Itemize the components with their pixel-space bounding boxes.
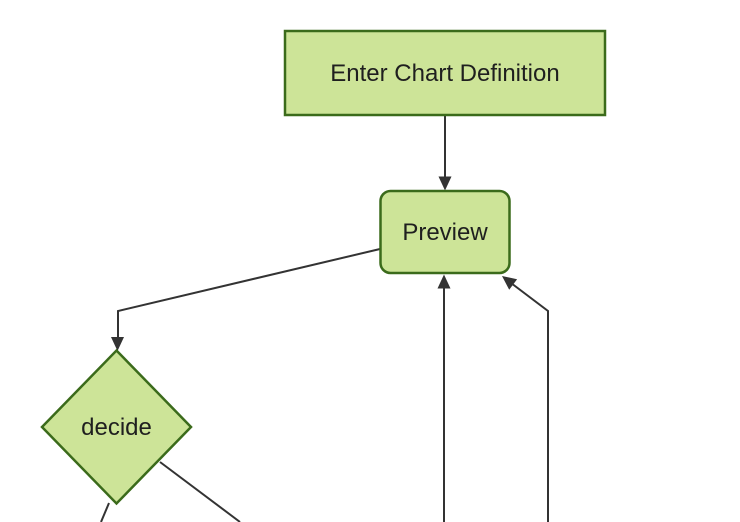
arrowhead-into-preview-corner bbox=[502, 276, 518, 290]
arrowhead-into-preview-bottom bbox=[437, 274, 451, 289]
preview-label: Preview bbox=[402, 219, 488, 246]
arrowhead-into-decide-top bbox=[111, 337, 124, 351]
enter-chart-definition-box bbox=[283, 29, 607, 117]
node-enter-chart-definition: Enter Chart Definition bbox=[283, 29, 607, 117]
edge-preview-to-decide bbox=[117, 248, 381, 338]
edge-decide-to-offscreen-left bbox=[100, 502, 110, 522]
enter-chart-definition-label: Enter Chart Definition bbox=[330, 60, 559, 87]
node-decide: decide bbox=[40, 348, 193, 506]
preview-box bbox=[379, 189, 511, 275]
node-preview: Preview bbox=[379, 189, 511, 275]
decide-label: decide bbox=[81, 414, 152, 441]
edge-layer bbox=[100, 115, 549, 522]
arrowhead-into-preview-top bbox=[438, 176, 452, 191]
edge-decide-to-offscreen-right bbox=[159, 461, 241, 522]
edge-offscreen-to-preview-corner bbox=[512, 283, 549, 522]
decide-diamond bbox=[40, 348, 193, 506]
node-layer: Enter Chart Definition Preview decide bbox=[40, 29, 607, 506]
